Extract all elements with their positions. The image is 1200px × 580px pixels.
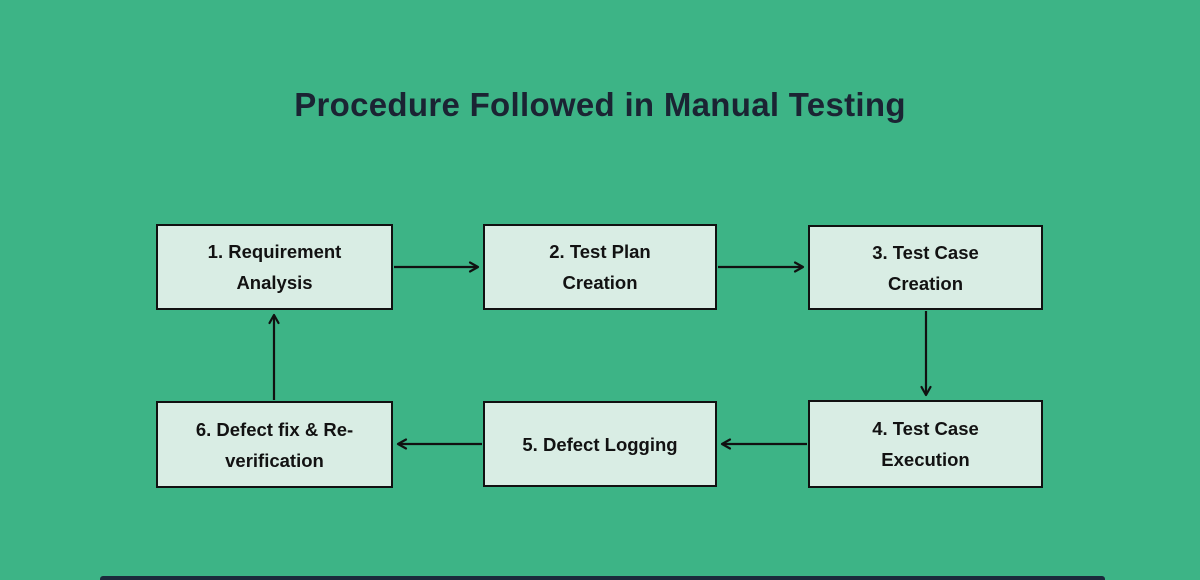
step-box-test-plan-creation: 2. Test Plan Creation bbox=[483, 224, 717, 310]
step-box-defect-fix-reverification: 6. Defect fix & Re- verification bbox=[156, 401, 393, 488]
step-label-line: 6. Defect fix & Re- bbox=[195, 418, 354, 440]
step-label-line: 1. Requirement bbox=[207, 241, 342, 262]
step-label-line: 4. Test Case bbox=[872, 418, 979, 439]
step-label-line: 3. Test Case bbox=[872, 241, 979, 263]
step-label-line: Execution bbox=[881, 449, 970, 470]
step-label-line: verification bbox=[225, 449, 324, 471]
step-label-line: Analysis bbox=[236, 272, 313, 293]
step-label-line: Creation bbox=[562, 272, 638, 293]
step-box-requirement-analysis: 1. Requirement Analysis bbox=[156, 224, 393, 310]
step-label-line: 2. Test Plan bbox=[549, 241, 651, 262]
step-box-test-case-execution: 4. Test Case Execution bbox=[808, 400, 1043, 488]
step-label-line: Creation bbox=[887, 272, 964, 294]
step-box-defect-logging: 5. Defect Logging bbox=[483, 401, 717, 487]
step-label-line: 5. Defect Logging bbox=[522, 433, 678, 455]
page-title: Procedure Followed in Manual Testing bbox=[294, 86, 906, 123]
step-box-test-case-creation: 3. Test Case Creation bbox=[808, 225, 1043, 310]
bottom-cropped-element bbox=[100, 576, 1105, 580]
